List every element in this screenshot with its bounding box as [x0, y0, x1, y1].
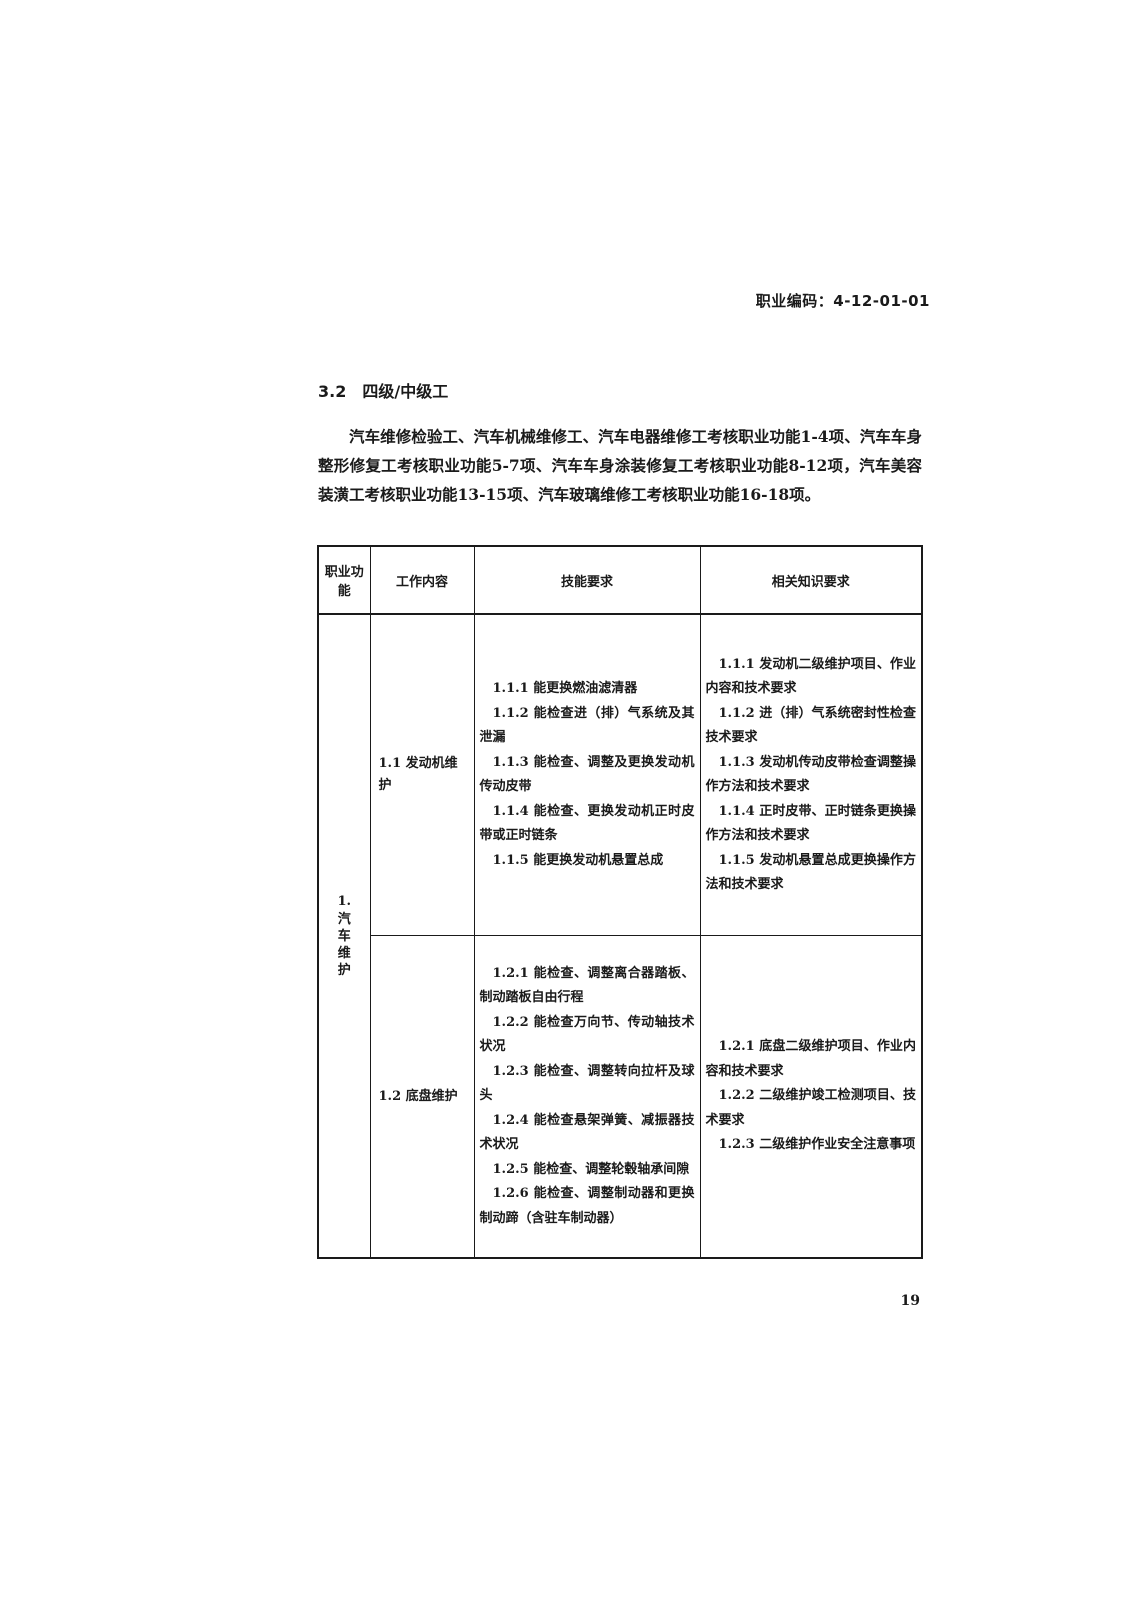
knowledge-cell: 1.1.1 发动机二级维护项目、作业内容和技术要求 1.1.2 进（排）气系统密… — [699, 613, 923, 936]
section-title: 3.2 四级/中级工 — [318, 378, 448, 402]
skill-item: 1.1.3 能检查、调整及更换发动机传动皮带 — [479, 754, 695, 795]
section-name: 四级/中级工 — [362, 382, 449, 401]
work-content: 1.2 底盘维护 — [369, 935, 475, 1259]
table-row: 1.2 底盘维护 1.2.1 能检查、调整离合器踏板、制动踏板自由行程 1.2.… — [318, 935, 923, 1259]
header-skills: 技能要求 — [473, 545, 701, 615]
skill-item: 1.2.4 能检查悬架弹簧、减振器技术状况 — [479, 1112, 695, 1153]
skills-cell: 1.2.1 能检查、调整离合器踏板、制动踏板自由行程 1.2.2 能检查万向节、… — [473, 935, 701, 1259]
header-function: 职业功能 — [317, 545, 371, 615]
skill-item: 1.1.2 能检查进（排）气系统及其泄漏 — [479, 705, 695, 746]
skill-item: 1.2.1 能检查、调整离合器踏板、制动踏板自由行程 — [479, 965, 695, 1006]
function-name: 汽车维护 — [337, 911, 351, 978]
skill-item: 1.2.6 能检查、调整制动器和更换制动蹄（含驻车制动器） — [479, 1186, 695, 1226]
skill-item: 1.1.5 能更换发动机悬置总成 — [492, 852, 664, 868]
skill-item: 1.2.3 能检查、调整转向拉杆及球头 — [479, 1063, 695, 1104]
work-content: 1.1 发动机维护 — [369, 613, 475, 936]
knowledge-item: 1.1.1 发动机二级维护项目、作业内容和技术要求 — [705, 656, 917, 697]
header-knowledge: 相关知识要求 — [699, 545, 923, 615]
function-number: 1. — [337, 893, 352, 909]
skill-item: 1.1.4 能检查、更换发动机正时皮带或正时链条 — [479, 803, 695, 844]
section-number: 3.2 — [318, 382, 347, 401]
table-header: 职业功能 工作内容 技能要求 相关知识要求 — [317, 545, 923, 615]
occupation-code: 职业编码：4-12-01-01 — [755, 292, 930, 310]
knowledge-item: 1.1.3 发动机传动皮带检查调整操作方法和技术要求 — [705, 754, 917, 795]
skill-requirements-table: 职业功能 工作内容 技能要求 相关知识要求 1. 汽车维护 1.1 发动机维护 … — [317, 545, 923, 1259]
skills-cell: 1.1.1 能更换燃油滤清器 1.1.2 能检查进（排）气系统及其泄漏 1.1.… — [473, 613, 701, 936]
knowledge-item: 1.1.2 进（排）气系统密封性检查技术要求 — [705, 705, 917, 746]
skill-item: 1.2.2 能检查万向节、传动轴技术状况 — [479, 1014, 695, 1055]
table-row: 1. 汽车维护 1.1 发动机维护 1.1.1 能更换燃油滤清器 1.1.2 能… — [317, 613, 923, 1259]
header-content: 工作内容 — [369, 545, 475, 615]
intro-paragraph: 汽车维修检验工、汽车机械维修工、汽车电器维修工考核职业功能1-4项、汽车车身整形… — [318, 427, 922, 504]
skill-item: 1.1.1 能更换燃油滤清器 — [492, 681, 638, 696]
knowledge-item: 1.1.5 发动机悬置总成更换操作方法和技术要求 — [705, 852, 917, 893]
page-number: 19 — [900, 1293, 920, 1309]
function-cell: 1. 汽车维护 — [317, 613, 371, 1259]
knowledge-item: 1.1.4 正时皮带、正时链条更换操作方法和技术要求 — [705, 803, 917, 844]
knowledge-cell: 1.2.1 底盘二级维护项目、作业内容和技术要求 1.2.2 二级维护竣工检测项… — [699, 935, 923, 1259]
knowledge-item: 1.2.2 二级维护竣工检测项目、技术要求 — [705, 1088, 917, 1128]
knowledge-item: 1.2.1 底盘二级维护项目、作业内容和技术要求 — [705, 1039, 917, 1079]
skill-item: 1.2.5 能检查、调整轮毂轴承间隙 — [492, 1161, 690, 1177]
knowledge-item: 1.2.3 二级维护作业安全注意事项 — [718, 1137, 916, 1153]
